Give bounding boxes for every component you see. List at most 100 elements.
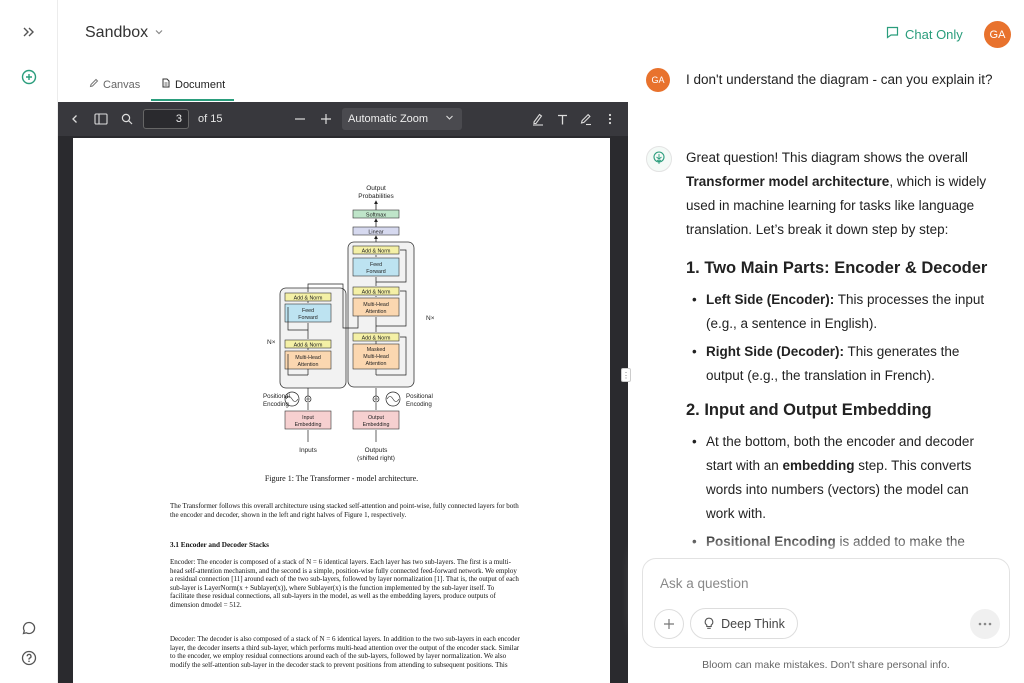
text-tool-icon[interactable] xyxy=(553,110,571,128)
paper-paragraph-decoder: Decoder: The decoder is also composed of… xyxy=(170,635,520,669)
chat-panel: GA I don't understand the diagram - can … xyxy=(628,68,1024,683)
list-item: Positional Encoding is added to make the xyxy=(686,530,996,554)
active-tab-indicator xyxy=(151,99,234,101)
bot-heading-1: 1. Two Main Parts: Encoder & Decoder xyxy=(686,259,988,277)
tab-canvas-label: Canvas xyxy=(103,78,141,91)
bot-list-1: Left Side (Encoder): This processes the … xyxy=(686,288,996,388)
list-item: Left Side (Encoder): This processes the … xyxy=(686,288,996,336)
user-message-text: I don't understand the diagram - can you… xyxy=(686,72,993,87)
list-item-bold: Right Side (Decoder): xyxy=(706,344,845,359)
tab-document[interactable]: Document xyxy=(161,78,225,91)
fig-output-emb-2: Embedding xyxy=(363,422,390,428)
fig-dec-addnorm-1: Add & Norm xyxy=(362,249,391,255)
chevron-down-icon xyxy=(154,24,164,42)
fig-dec-masked-2: Multi-Head xyxy=(363,354,389,360)
document-icon xyxy=(161,78,171,91)
fig-enc-addnorm-1: Add & Norm xyxy=(294,296,323,302)
deep-think-label: Deep Think xyxy=(721,616,785,631)
expand-sidebar-icon[interactable] xyxy=(15,18,43,46)
list-item-bold: embedding xyxy=(782,458,855,473)
list-item-text: step. This converts words into numbers (… xyxy=(706,458,972,521)
list-item-text: is added to make the xyxy=(835,534,965,549)
paper-paragraph-intro: The Transformer follows this overall arc… xyxy=(170,502,519,519)
highlight-icon[interactable] xyxy=(529,110,547,128)
more-options-button[interactable] xyxy=(970,609,1000,639)
view-tabs: Canvas Document xyxy=(58,68,628,102)
fig-shifted-right: (shifted right) xyxy=(357,455,395,462)
zoom-value: Automatic Zoom xyxy=(348,113,429,125)
fig-outputs: Outputs xyxy=(365,447,389,454)
bot-intro-bold: Transformer model architecture xyxy=(686,174,890,189)
bot-message: Great question! This diagram shows the o… xyxy=(686,146,996,564)
fig-output-emb-1: Output xyxy=(368,415,384,421)
fig-enc-addnorm-2: Add & Norm xyxy=(294,343,323,349)
left-rail xyxy=(0,0,58,683)
user-message-avatar: GA xyxy=(646,68,670,92)
pdf-page: Output Probabilities Softmax Linear Add … xyxy=(73,138,610,683)
user-avatar[interactable]: GA xyxy=(984,21,1011,48)
list-item: Right Side (Decoder): This generates the… xyxy=(686,340,996,388)
pencil-icon xyxy=(89,78,99,91)
fig-input-emb-2: Embedding xyxy=(295,422,322,428)
question-input[interactable]: Ask a question xyxy=(660,576,749,591)
fig-input-emb-1: Input xyxy=(302,415,314,421)
help-icon[interactable] xyxy=(15,644,43,672)
plus-icon xyxy=(664,619,674,629)
panel-resize-handle[interactable]: ⋮ xyxy=(621,368,631,382)
draw-icon[interactable] xyxy=(577,110,595,128)
fig-dec-mha-2: Attention xyxy=(366,309,387,315)
list-item-text: This generates the output (e.g., the tra… xyxy=(706,344,960,383)
tab-document-label: Document xyxy=(175,78,226,91)
disclaimer: Bloom can make mistakes. Don't share per… xyxy=(702,659,950,671)
paper-paragraph-encoder: Encoder: The encoder is composed of a st… xyxy=(170,558,519,609)
pdf-toolbar: 3 of 15 Automatic Zoom xyxy=(58,102,628,136)
chat-only-button[interactable]: Chat Only xyxy=(886,26,963,42)
fig-dec-masked-3: Attention xyxy=(366,361,387,367)
fig-dec-encoding: Encoding xyxy=(406,401,432,408)
more-horizontal-icon xyxy=(978,622,992,626)
list-item-bold: Left Side (Encoder): xyxy=(706,292,835,307)
lightbulb-icon xyxy=(704,617,714,629)
paper-section-heading: 3.1 Encoder and Decoder Stacks xyxy=(170,541,269,549)
bot-heading-2: 2. Input and Output Embedding xyxy=(686,401,932,419)
chevron-left-icon[interactable] xyxy=(66,110,84,128)
deep-think-button[interactable]: Deep Think xyxy=(690,608,798,639)
bot-intro-text-1: Great question! This diagram shows the o… xyxy=(686,150,968,165)
page-number-input[interactable]: 3 xyxy=(143,109,189,129)
fig-inputs: Inputs xyxy=(299,447,317,454)
list-item-text: At the bottom, both the encoder and deco… xyxy=(706,434,974,473)
zoom-in-icon[interactable] xyxy=(317,110,335,128)
chat-only-label: Chat Only xyxy=(905,26,963,42)
search-icon[interactable] xyxy=(118,110,136,128)
sidebar-toggle-icon[interactable] xyxy=(92,110,110,128)
figure-caption: Figure 1: The Transformer - model archit… xyxy=(264,474,419,483)
fig-linear: Linear xyxy=(368,230,383,236)
more-vertical-icon[interactable] xyxy=(601,110,619,128)
bot-list-2: At the bottom, both the encoder and deco… xyxy=(686,430,996,554)
fig-enc-nx: N× xyxy=(267,339,276,346)
fig-enc-mha-2: Attention xyxy=(298,362,319,368)
fig-dec-nx: N× xyxy=(426,315,435,322)
list-item-bold: Positional Encoding xyxy=(706,534,836,549)
chat-history-icon[interactable] xyxy=(15,614,43,642)
document-viewer[interactable]: Output Probabilities Softmax Linear Add … xyxy=(58,136,628,683)
header: Sandbox Chat Only GA xyxy=(58,0,1024,68)
tab-canvas[interactable]: Canvas xyxy=(89,78,140,91)
message-composer: Ask a question Deep Think xyxy=(642,558,1010,648)
fig-dec-positional: Positional xyxy=(406,393,433,400)
fig-dec-mha-1: Multi-Head xyxy=(363,302,389,308)
tree-icon xyxy=(653,151,665,164)
list-item: At the bottom, both the encoder and deco… xyxy=(686,430,996,526)
zoom-out-icon[interactable] xyxy=(291,110,309,128)
new-chat-icon[interactable] xyxy=(15,63,43,91)
workspace-selector[interactable]: Sandbox xyxy=(85,24,164,42)
add-attachment-button[interactable] xyxy=(654,609,684,639)
fig-enc-ff-2: Forward xyxy=(298,315,317,321)
fig-dec-addnorm-3: Add & Norm xyxy=(362,336,391,342)
fig-softmax: Softmax xyxy=(366,213,386,219)
bot-avatar xyxy=(646,146,672,172)
zoom-select[interactable]: Automatic Zoom xyxy=(342,108,462,130)
fig-enc-encoding: Encoding xyxy=(263,401,289,408)
fig-dec-ff-2: Forward xyxy=(366,269,385,275)
